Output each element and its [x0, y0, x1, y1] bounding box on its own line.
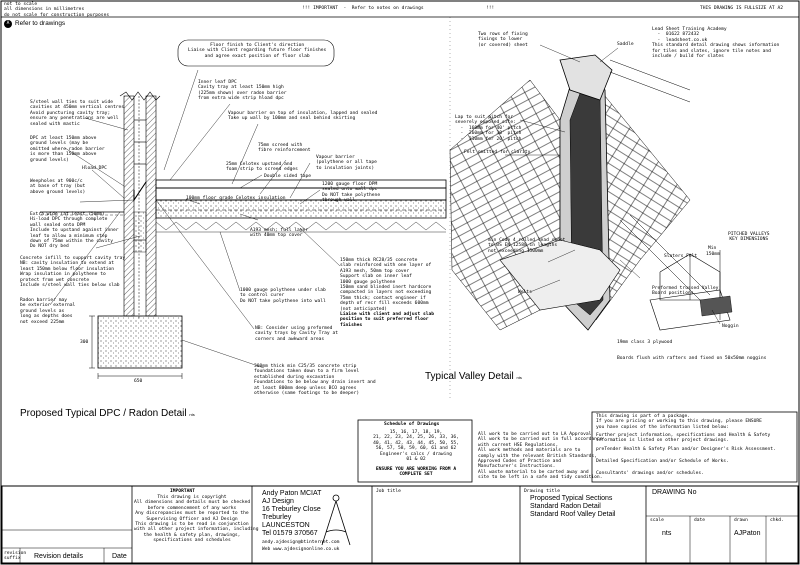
package-line4: Detailed Specification and/or Schedule o…: [596, 459, 729, 464]
company-name: AJ Design: [262, 498, 294, 505]
important-mark: !!!: [486, 6, 495, 11]
note-slab: 150mm thick RC28/35 concrete slab reinfo…: [340, 258, 432, 312]
package-line5: Consultants' drawings and/or schedules.: [596, 471, 704, 476]
scale-value: nts: [662, 530, 672, 537]
drawing-title-label: Drawing title: [524, 489, 560, 494]
address-line3: LAUNCESTON: [262, 522, 310, 529]
note-extra-wide: Extra wide (at least 750mm) Hi-load DPC …: [30, 212, 119, 250]
note-concrete-infill: Concrete infill to support cavity tray N…: [20, 256, 126, 289]
note-vapour-barrier-poly: Vapour barrier (polythene or all tape to…: [316, 155, 377, 171]
revision-suffix-label: revision suffix: [4, 551, 27, 562]
header-left-note: not to scale all dimensions in millimetr…: [4, 2, 110, 18]
note-trussed: Preformed trussed Valley Board positions: [652, 286, 719, 297]
note-noggin: Noggin: [722, 324, 739, 329]
note-boards: Boards flush with rafters and fixed on 5…: [617, 356, 767, 361]
drawn-value: AJPaton: [734, 530, 761, 537]
note-pitched-key: PITCHED VALLEYS KEY DIMENSIONS: [728, 232, 770, 243]
note-felt-omitted: Felt omitted for clarity: [464, 150, 531, 155]
telephone: Tel 01579 370567: [262, 530, 318, 537]
note-weepholes: Weepholes at 900c/c at base of tray (but…: [30, 179, 86, 195]
note-code4: min Code 4 rolled lead sheet to BS EN 12…: [488, 238, 566, 254]
drawing-title: Proposed Typical Sections Standard Radon…: [530, 495, 616, 518]
note-wall-ties: S/steel wall ties to suit wide cavities …: [30, 100, 125, 127]
note-floor-finish: Floor finish to Client's direction Liais…: [188, 43, 327, 59]
note-min-150: 150mm: [706, 252, 720, 257]
schedule-ensure: ENSURE YOU ARE WORKING FROM A COMPLETE S…: [375, 467, 457, 478]
note-screed: 75mm screed with fibre reinforcement: [258, 143, 311, 154]
note-poly-under: 1000 gauge polythene under slab to contr…: [240, 288, 326, 304]
note-inner-leaf: Inner leaf DPC Cavity tray at least 150m…: [198, 80, 287, 102]
note-preformed: NB: Consider using preformed cavity tray…: [255, 326, 338, 342]
note-dpc-150: DPC at least 150mm above ground levels (…: [30, 136, 105, 163]
important-body: This drawing is copyright All dimensions…: [134, 495, 259, 544]
website[interactable]: Web www.ajdesignonline.co.uk: [262, 547, 340, 552]
note-tape: Double sided tape: [264, 174, 312, 179]
note-plywood: 19mm class 3 plywood: [617, 340, 673, 345]
drawing-no-label: DRAWING No: [652, 489, 697, 496]
dim-300: 300: [80, 340, 89, 345]
checked-label: chkd.: [770, 518, 784, 523]
note-foundations: 300mm thick min C25/35 concrete strip fo…: [254, 364, 376, 397]
title-dpc: Proposed Typical DPC / Radon Detail nts: [20, 408, 195, 419]
important-banner: !!! IMPORTANT - Refer to notes on drawin…: [302, 6, 424, 11]
dividers-logo: [321, 494, 351, 546]
package-line1: This drawing is part of a package. If yo…: [596, 414, 762, 430]
scale-label: scale: [650, 518, 664, 523]
address-line1: 16 Treburley Close: [262, 506, 321, 513]
note-saddle: Saddle: [617, 42, 634, 47]
note-lap: Lap to suit pitch for severely exposed s…: [455, 115, 522, 142]
date-label: date: [694, 518, 706, 523]
title-valley: Typical Valley Detail nts: [425, 371, 522, 382]
schedule-body: 15, 16, 17, 18, 19, 21, 22, 23, 24, 25, …: [373, 430, 459, 463]
refer-icon: A: [4, 20, 12, 28]
note-two-rows: Two rows of fixing fixings to lower (or …: [478, 32, 528, 48]
note-radon-barrier: Radon barrier may be exterior external g…: [20, 298, 76, 325]
package-line2: Further project information, specificati…: [596, 433, 771, 444]
job-title-label: Job title: [376, 489, 401, 494]
general-notes: All work to be carried out to LA Approva…: [478, 432, 603, 481]
note-slab-liaise: Liaise with client and adjust slab posit…: [340, 312, 435, 328]
revision-details-label: Revision details: [34, 553, 84, 560]
important-title: IMPORTANT: [170, 489, 195, 494]
fullsize-note: THIS DRAWING IS FULLSIZE AT A2: [700, 6, 783, 11]
dim-650: 650: [134, 379, 143, 384]
address-line2: Treburley: [262, 514, 292, 521]
note-hload: Hload DPC: [82, 166, 107, 171]
note-celotex-floor: 100mm floor grade Celotex insulation: [186, 196, 286, 201]
note-welts: Welts: [518, 290, 532, 295]
note-slaters-felt: Slaters Felt: [664, 254, 698, 259]
note-celotex: 25mm Celotex upstand and foam strip to s…: [226, 162, 298, 173]
email[interactable]: andy.ajdesign@btinternet.com: [262, 540, 340, 545]
note-a193: A193 mesh; full layer with 40mm top cove…: [250, 228, 309, 239]
note-vapour-barrier-top: Vapour barrier on top of insulation, lap…: [228, 111, 378, 122]
refer-label: Refer to drawings: [15, 20, 66, 27]
schedule-title: Schedule of Drawings: [384, 422, 440, 427]
revision-date-label: Date: [112, 553, 127, 560]
note-min: Min: [708, 246, 717, 251]
package-line3: preTender Health & Safety Plan and/or De…: [596, 447, 776, 452]
drawn-label: drawn: [734, 518, 748, 523]
note-dpm: 1200 gauge floor DPM sealed onto wall dp…: [322, 182, 381, 204]
author-name: Andy Paton MCIAT: [262, 490, 322, 497]
note-lead-academy: Lead Sheet Training Academy - 01622 8724…: [652, 27, 780, 60]
